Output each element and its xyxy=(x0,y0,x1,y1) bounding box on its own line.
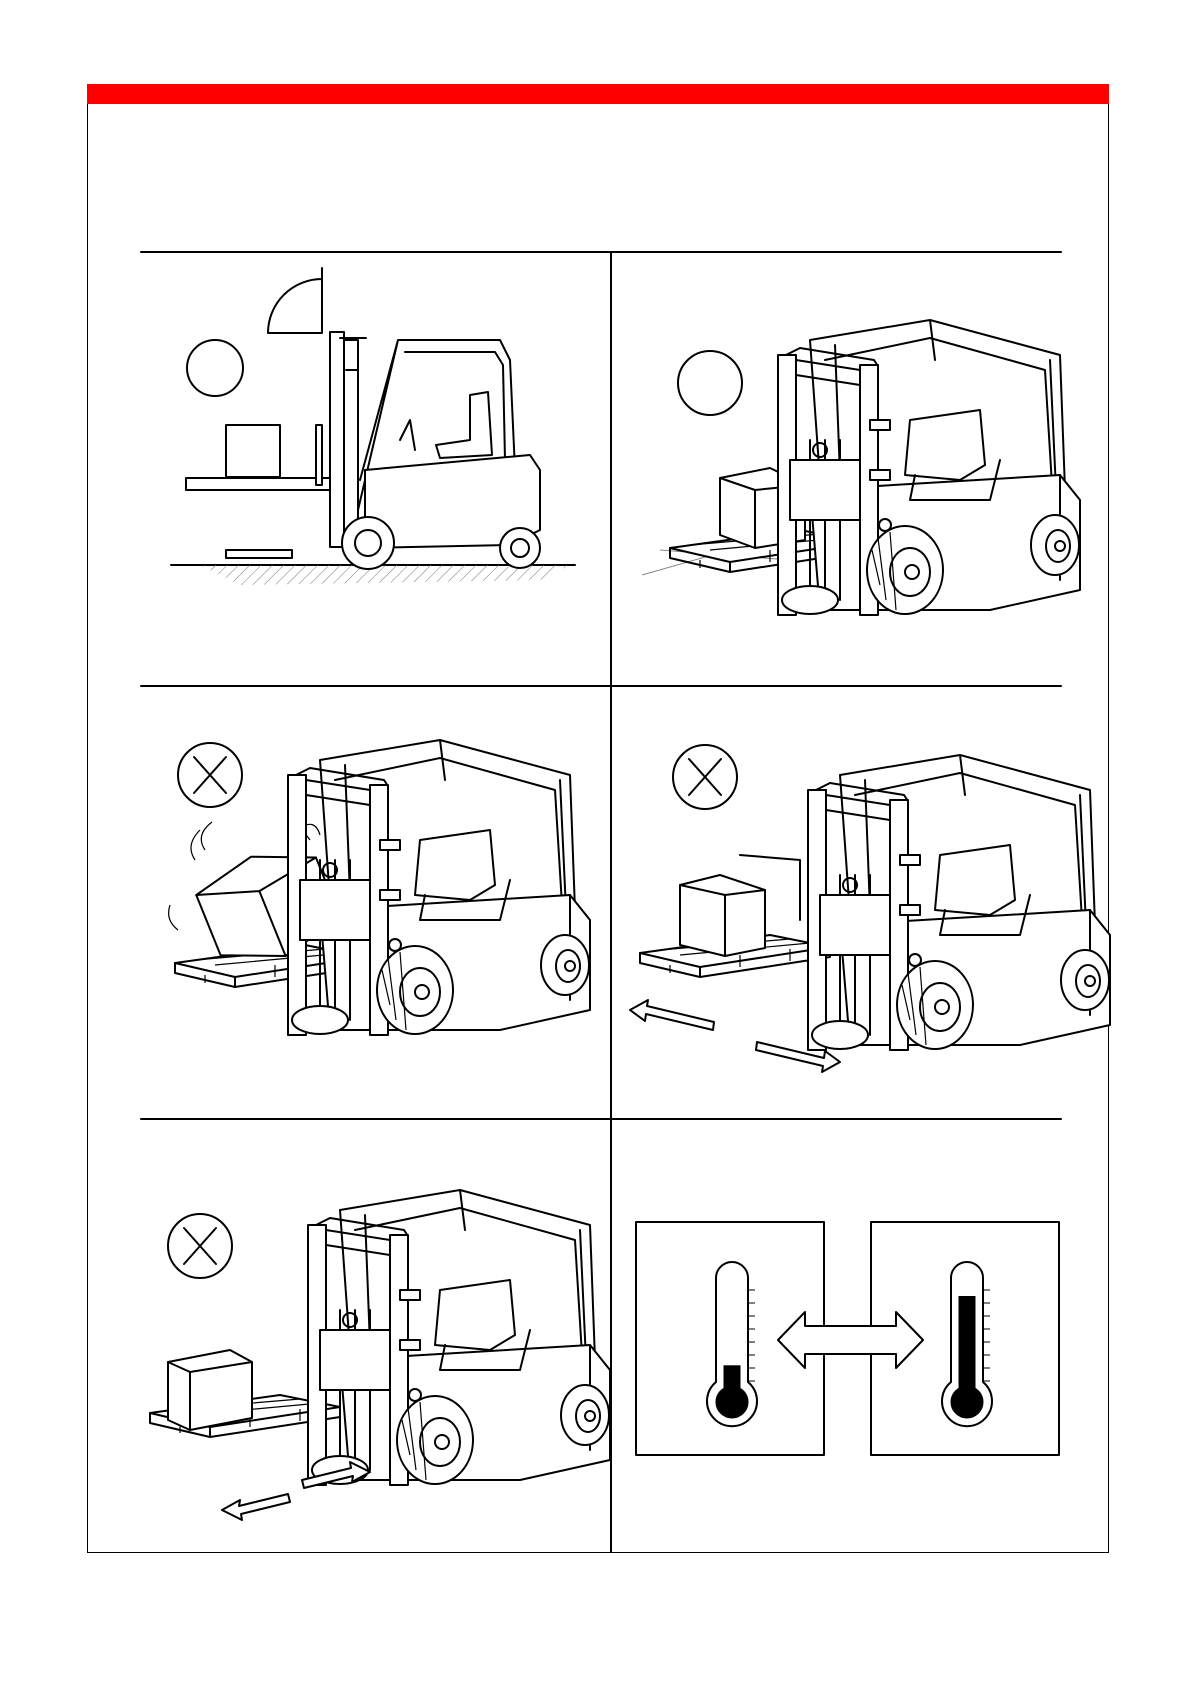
double-arrow-icon xyxy=(778,1312,923,1368)
arrow-left-icon xyxy=(222,1494,290,1520)
ok-symbol-icon xyxy=(187,340,243,396)
thermometer-hot-icon xyxy=(942,1262,992,1426)
panel-3-load-tipping xyxy=(169,740,590,1035)
prohibited-icon xyxy=(168,1214,232,1278)
panel-5-offset-forks xyxy=(150,1190,610,1520)
prohibited-icon xyxy=(178,743,242,807)
panel-4-side-shift xyxy=(630,745,1110,1072)
ok-symbol-icon xyxy=(678,351,742,415)
arrow-left-icon xyxy=(630,1000,714,1030)
panel-1-side-view-forklift xyxy=(171,268,575,585)
thermometer-cold-icon xyxy=(707,1262,757,1426)
tilt-angle-icon xyxy=(268,268,322,333)
prohibited-icon xyxy=(673,745,737,809)
panel-6-temperature-range xyxy=(636,1222,1059,1455)
panel-2-centered-load xyxy=(642,320,1080,615)
